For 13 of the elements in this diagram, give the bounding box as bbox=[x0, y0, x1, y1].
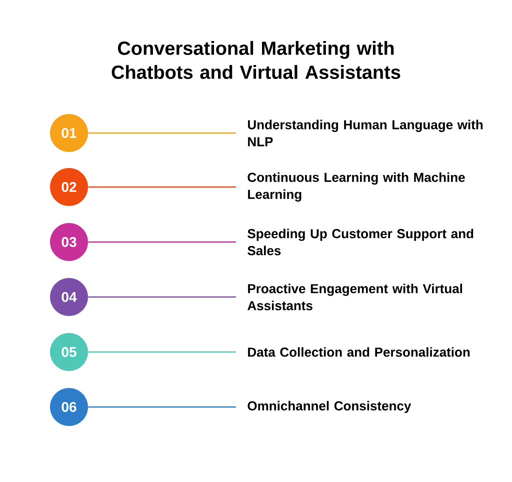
title: Conversational Marketing with Chatbots and Virtual Assistants bbox=[112, 41, 400, 79]
step-label: Omnichannel Consistency bbox=[248, 400, 412, 414]
step-label: Proactive Engagement with Virtual Assistants bbox=[248, 284, 462, 310]
connector-line bbox=[88, 186, 236, 188]
connector-line bbox=[88, 296, 236, 298]
step-label: Data Collection and Personalization bbox=[248, 347, 470, 357]
connector-line bbox=[88, 406, 236, 408]
connector-line bbox=[88, 132, 236, 134]
step-label: Speeding Up Customer Support and Sales bbox=[248, 228, 474, 256]
connector-line bbox=[88, 241, 236, 243]
step-label: Continuous Learning with Machine Learning bbox=[248, 172, 465, 202]
step-label: Understanding Human Language with NLP bbox=[248, 120, 483, 146]
connector-line bbox=[88, 351, 236, 353]
